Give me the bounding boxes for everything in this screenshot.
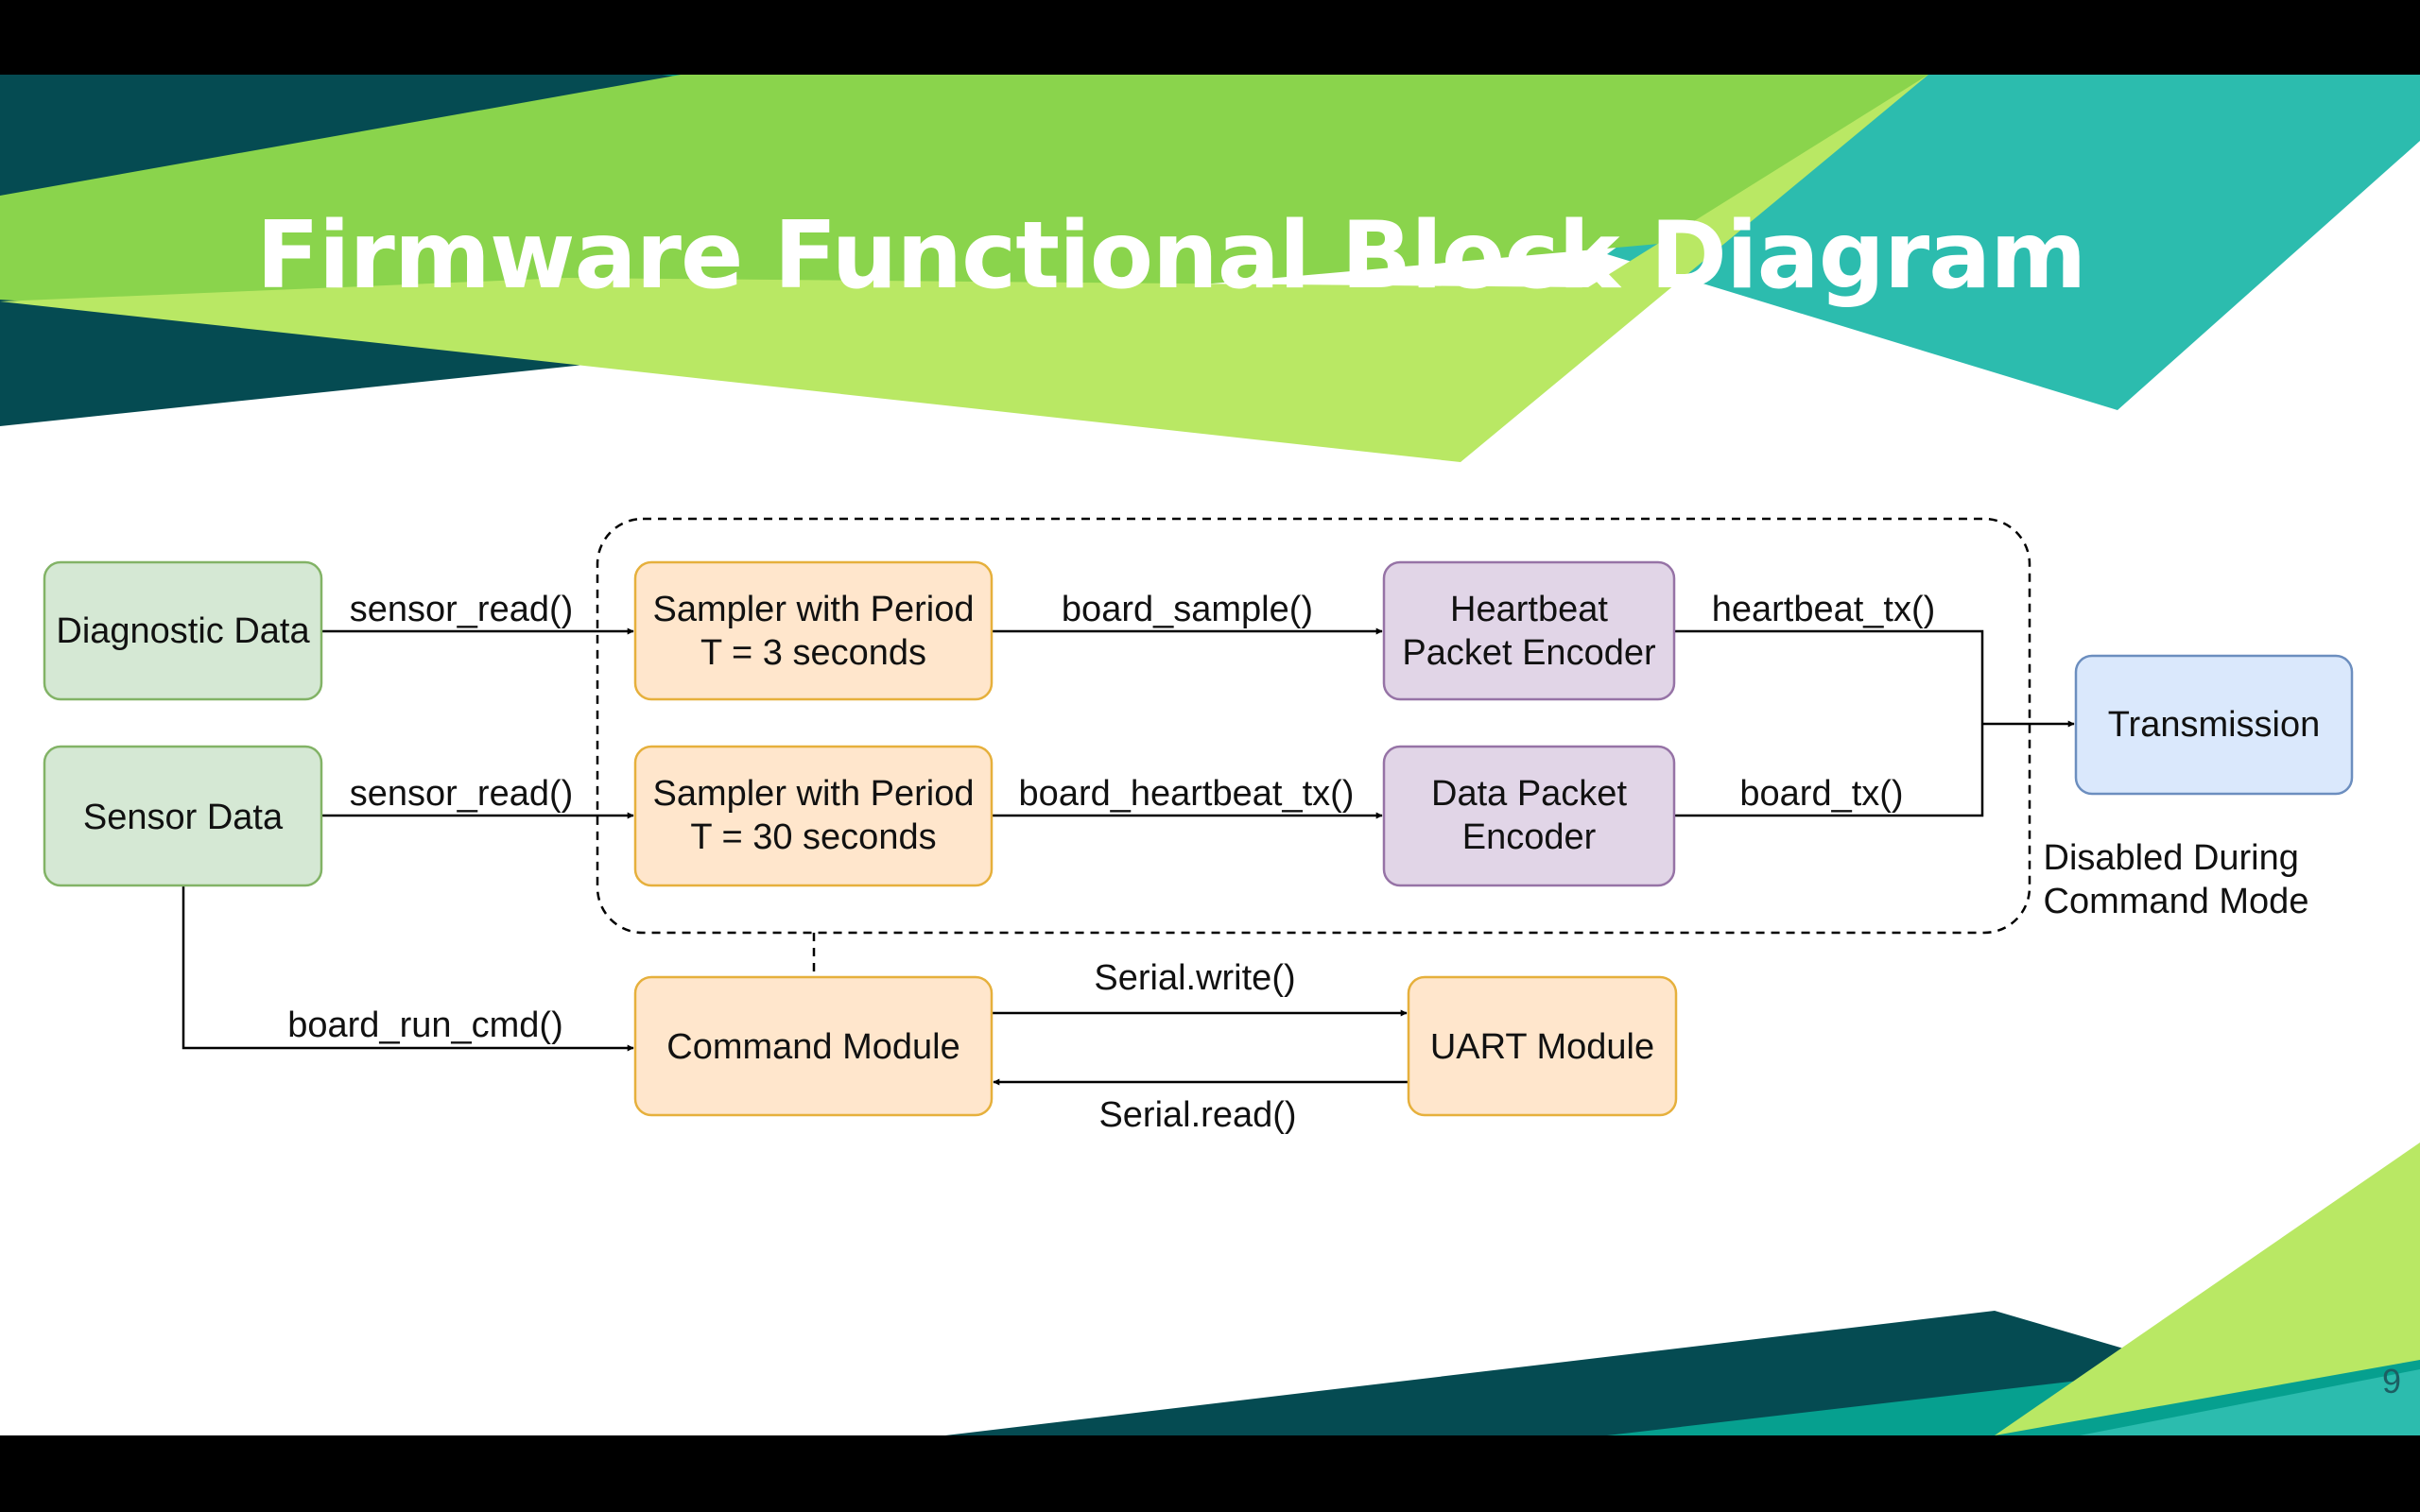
svg-text:Data Packet: Data Packet <box>1431 774 1627 814</box>
node-label-line: Packet Encoder <box>1402 633 1656 673</box>
svg-text:Heartbeat: Heartbeat <box>1450 590 1608 629</box>
sampler-3s-node: Sampler with Period T = 3 seconds <box>633 560 994 701</box>
node-label-line: Sampler with Period <box>652 774 974 814</box>
node-label-line: Transmission <box>2108 705 2321 745</box>
command-mode-group-boundary <box>596 517 2031 935</box>
node-label-line: Data Packet <box>1431 774 1627 814</box>
svg-text:Sampler with Period: Sampler with Period <box>652 590 974 629</box>
edge-data-to-junction <box>1674 724 1984 817</box>
edge-label-diag-sensor-read: sensor_read() <box>350 590 574 629</box>
svg-text:T = 3 seconds: T = 3 seconds <box>700 633 926 673</box>
bg-lime-top <box>0 75 1928 462</box>
svg-text:Encoder: Encoder <box>1462 817 1597 857</box>
node-label-line: Encoder <box>1462 817 1597 857</box>
bg-teal-light-bottom <box>2080 1369 2420 1435</box>
svg-text:Command Module: Command Module <box>666 1027 959 1067</box>
svg-text:Sensor Data: Sensor Data <box>83 798 284 837</box>
note-line: Command Mode <box>2044 882 2309 921</box>
page-number: 9 <box>2381 1362 2401 1400</box>
node-label-line: T = 3 seconds <box>700 633 926 673</box>
node-label-line: Diagnostic Data <box>56 611 310 651</box>
block-diagram: Diagnostic Data Sensor Data Sampler with… <box>43 517 2354 1135</box>
svg-text:Sampler with Period: Sampler with Period <box>652 774 974 814</box>
edge-sensor-to-command <box>182 885 634 1052</box>
edge-label-board-tx: board_tx() <box>1739 774 1903 814</box>
svg-text:Packet Encoder: Packet Encoder <box>1402 633 1656 673</box>
svg-text:UART Module: UART Module <box>1430 1027 1654 1067</box>
disabled-during-command-mode-note: Disabled During Command Mode <box>2044 827 2309 921</box>
node-label-line: Sensor Data <box>83 798 284 837</box>
edge-label-board-run-cmd: board_run_cmd() <box>287 1005 562 1045</box>
diagnostic-data-node: Diagnostic Data <box>43 560 323 701</box>
svg-text:T = 30 seconds: T = 30 seconds <box>690 817 936 857</box>
slide: Firmware Functional Block Diagram Diagno… <box>0 75 2420 1435</box>
slide-background <box>0 75 2420 1435</box>
transmission-node: Transmission <box>2074 654 2354 796</box>
edge-label-board-heartbeat-tx: board_heartbeat_tx() <box>1019 774 1355 814</box>
data-packet-encoder-node: Data Packet Encoder <box>1382 745 1676 887</box>
edge-label-sensor-sensor-read: sensor_read() <box>350 774 574 814</box>
note-line: Disabled During <box>2044 838 2299 878</box>
node-label-line: UART Module <box>1430 1027 1654 1067</box>
node-label-line: Sampler with Period <box>652 590 974 629</box>
sampler-30s-node: Sampler with Period T = 30 seconds <box>633 745 994 887</box>
edge-label-serial-read: Serial.read() <box>1098 1095 1296 1135</box>
node-label-line: T = 30 seconds <box>690 817 936 857</box>
edge-label-board-sample: board_sample() <box>1062 590 1313 629</box>
bg-green-top <box>0 75 1928 339</box>
edge-label-serial-write: Serial.write() <box>1094 958 1295 998</box>
page-title: Firmware Functional Block Diagram <box>256 202 2086 310</box>
uart-module-node: UART Module <box>1407 975 1678 1117</box>
sensor-data-node: Sensor Data <box>43 745 323 887</box>
heartbeat-packet-encoder-node: Heartbeat Packet Encoder <box>1382 560 1676 701</box>
svg-text:Transmission: Transmission <box>2108 705 2321 745</box>
edge-label-heartbeat-tx: heartbeat_tx() <box>1712 590 1936 629</box>
svg-text:Diagnostic Data: Diagnostic Data <box>56 611 310 651</box>
node-label-line: Heartbeat <box>1450 590 1608 629</box>
node-label-line: Command Module <box>666 1027 959 1067</box>
bg-lime-bottom <box>1995 1143 2420 1435</box>
command-module-node: Command Module <box>633 975 994 1117</box>
edge-heartbeat-to-junction <box>1674 629 1984 724</box>
